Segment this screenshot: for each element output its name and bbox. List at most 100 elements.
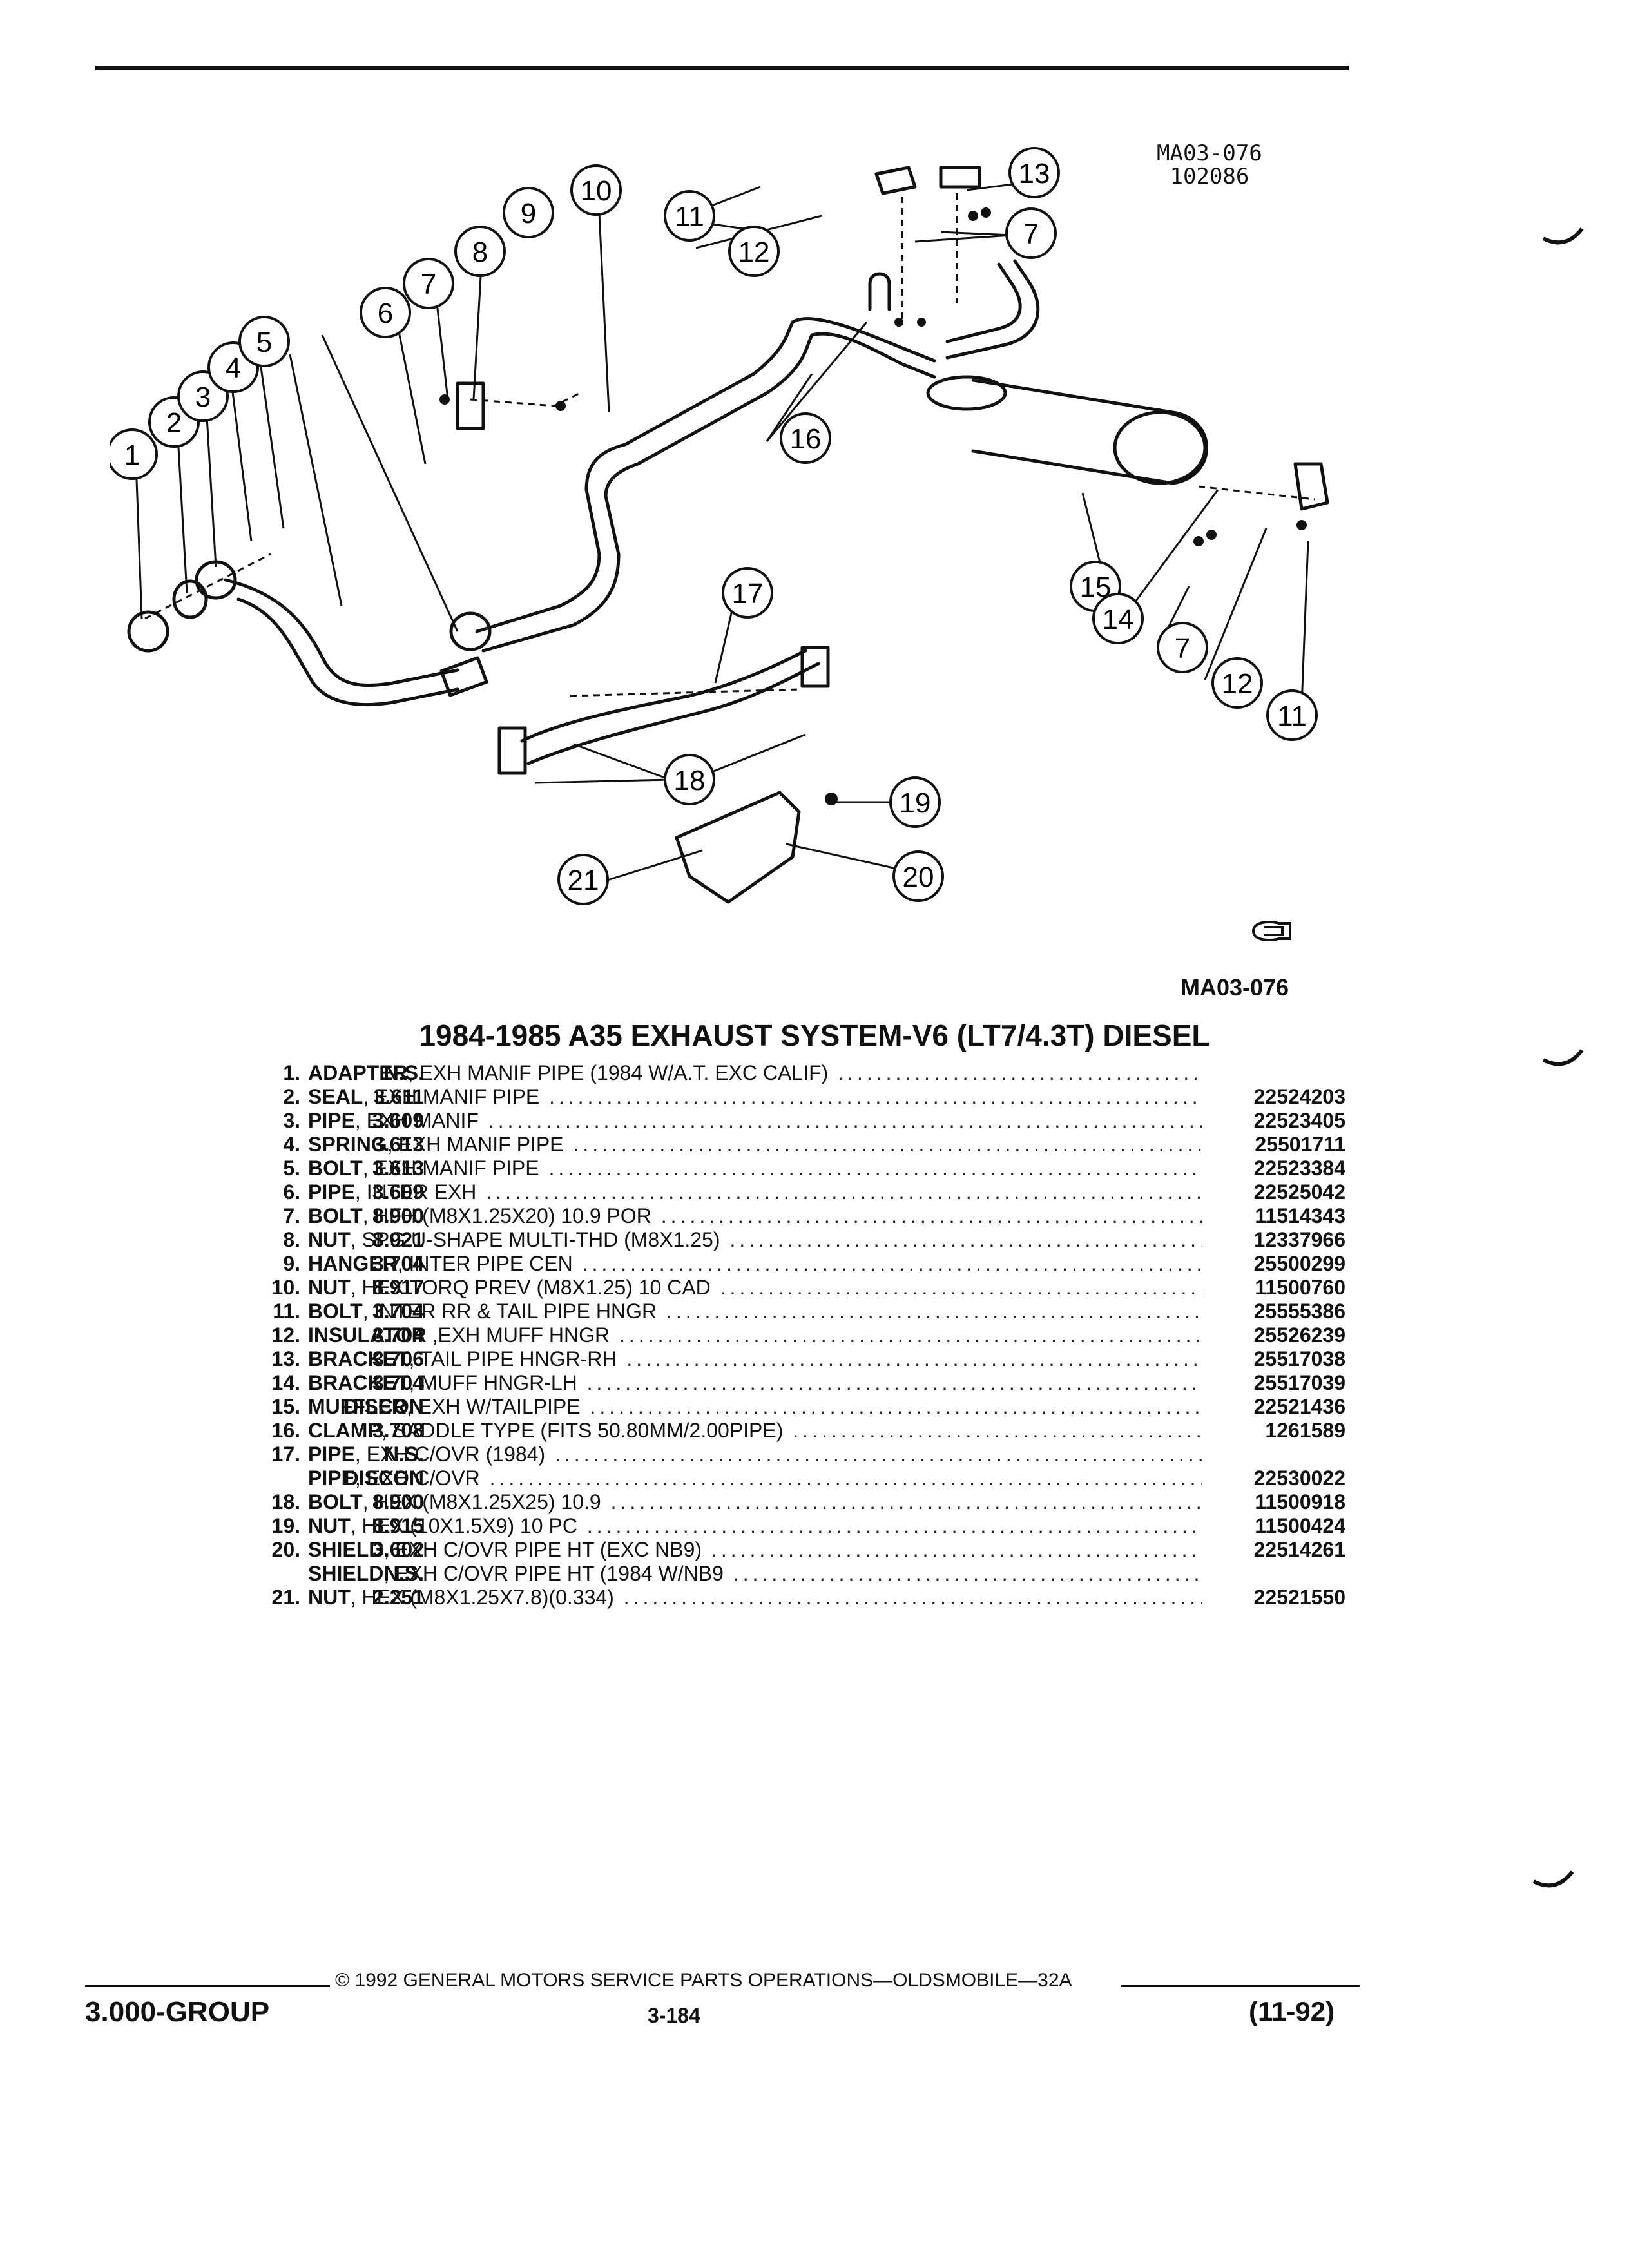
part-group-code: DISCON [343, 1466, 424, 1490]
callout-4: 4 [226, 352, 241, 384]
part-description: INSULATOR ,EXH MUFF HNGR ...............… [308, 1323, 1202, 1347]
part-name: ADAPTER [308, 1061, 408, 1084]
part-group-code: N.S. [383, 1562, 424, 1585]
part-item-number: 11. [273, 1300, 300, 1323]
part-item-number: 16. [271, 1419, 300, 1442]
footer-rule-left [85, 1985, 330, 1987]
part-detail: , HEX (10X1.5X9) 10 PC [350, 1514, 577, 1537]
part-item-number: 7. [283, 1204, 300, 1227]
part-description: NUT, HEX (10X1.5X9) 10 PC ..............… [308, 1514, 1202, 1538]
part-number: 11514343 [1255, 1204, 1345, 1227]
part-name: BOLT [308, 1490, 363, 1514]
part-item-number: 20. [271, 1538, 300, 1561]
part-row: N.S.SHIELD, EXH C/OVR PIPE HT (1984 W/NB… [128, 1562, 1352, 1586]
parts-list: 1.N.S.ADAPTER, EXH MANIF PIPE (1984 W/A.… [128, 1061, 1352, 1610]
part-group-code: 3.609 [372, 1180, 424, 1204]
part-group-code: 3.602 [372, 1538, 424, 1561]
part-group-code: 3.704 [372, 1323, 424, 1347]
part-name: BRACKET [308, 1371, 409, 1394]
callout-12-right: 12 [1222, 668, 1253, 700]
part-number: 25517039 [1253, 1371, 1345, 1394]
part-item-number: 2. [283, 1085, 300, 1108]
part-group-code: 3.609 [372, 1109, 424, 1132]
part-detail: , EXH MANIF PIPE [387, 1133, 564, 1156]
diagram-code-bottom: MA03-076 [1181, 974, 1289, 1001]
part-item-number: 21. [271, 1586, 300, 1609]
binder-mark [1542, 1049, 1584, 1066]
part-number: 22521436 [1253, 1395, 1345, 1418]
part-description: PIPE, EXH C/OVR (1984) .................… [308, 1443, 1202, 1466]
part-name: BOLT [308, 1204, 363, 1227]
part-detail: ,EXH MUFF HNGR [426, 1323, 610, 1347]
part-description: SEAL, EXH MANIF PIPE ...................… [308, 1085, 1202, 1109]
part-detail: , EXH C/OVR PIPE HT (EXC NB9) [383, 1538, 702, 1561]
part-name: NUT [308, 1514, 351, 1537]
callout-10: 10 [581, 175, 612, 207]
part-group-code: 3.706 [372, 1347, 424, 1370]
page-number: 3-184 [648, 2004, 700, 2027]
leader-dots: ........................................… [623, 1586, 1202, 1609]
callout-6: 6 [378, 298, 393, 329]
diagram-code-top: MA03-076 102086 [1157, 140, 1262, 189]
leader-dots: ........................................… [711, 1538, 1202, 1561]
callout-9: 9 [521, 198, 536, 229]
binder-mark [1532, 1870, 1574, 1888]
leader-dots: ........................................… [573, 1133, 1202, 1156]
leader-dots: ........................................… [582, 1252, 1202, 1275]
part-item-number: 3. [283, 1109, 300, 1132]
part-name: BRACKET [308, 1347, 409, 1370]
part-item-number: 9. [283, 1252, 300, 1275]
part-description: ADAPTER, EXH MANIF PIPE (1984 W/A.T. EXC… [308, 1061, 1202, 1085]
callout-11-right: 11 [1277, 700, 1307, 732]
callout-16: 16 [790, 423, 822, 455]
callout-13: 13 [1019, 158, 1050, 189]
top-rule [95, 66, 1349, 70]
leader-dots: ........................................… [733, 1562, 1202, 1585]
leader-dots: ........................................… [610, 1490, 1202, 1514]
part-group-code: 3.704 [372, 1252, 424, 1275]
part-number: 25500299 [1253, 1252, 1345, 1275]
part-group-code: 3.704 [372, 1371, 424, 1394]
part-number: 22530022 [1253, 1466, 1345, 1490]
part-name: NUT [308, 1276, 351, 1299]
gm-logo-mark [1251, 921, 1291, 941]
part-group-code: 3.613 [372, 1133, 424, 1156]
manifold-pipe [224, 578, 459, 687]
leader-dots: ........................................… [729, 1228, 1202, 1251]
leader-dots: ........................................… [590, 1395, 1202, 1418]
part-description: MUFFLER, EXH W/TAILPIPE ................… [308, 1395, 1202, 1419]
part-detail: , HFH (M8X1.25X20) 10.9 POR [362, 1204, 651, 1227]
crossover-pipe [520, 649, 807, 743]
callout-5: 5 [256, 327, 272, 358]
part-description: NUT, SPG U-SHAPE MULTI-THD (M8X1.25) ...… [308, 1228, 1202, 1252]
part-number: 25526239 [1253, 1323, 1345, 1347]
part-detail: , SPG U-SHAPE MULTI-THD (M8X1.25) [350, 1228, 720, 1251]
part-description: CLAMP, SADDLE TYPE (FITS 50.80MM/2.00PIP… [308, 1419, 1202, 1443]
part-group-code: 3.611 [373, 1085, 424, 1108]
revision-date: (11-92) [1249, 1996, 1335, 2026]
part-description: SHIELD, EXH C/OVR PIPE HT (1984 W/NB9 ..… [308, 1562, 1202, 1586]
part-description: NUT, HEX (M8X1.25X7.8)(0.334) ..........… [308, 1586, 1202, 1610]
part-item-number: 6. [283, 1180, 300, 1204]
part-item-number: 5. [283, 1157, 300, 1180]
part-item-number: 15. [271, 1395, 300, 1418]
part-item-number: 19. [271, 1514, 300, 1537]
group-label: 3.000-GROUP [85, 1996, 270, 2028]
part-item-number: 17. [271, 1443, 300, 1466]
part-item-number: 13. [271, 1347, 300, 1370]
part-name: PIPE [308, 1180, 355, 1204]
footer-rule-right [1121, 1985, 1360, 1987]
